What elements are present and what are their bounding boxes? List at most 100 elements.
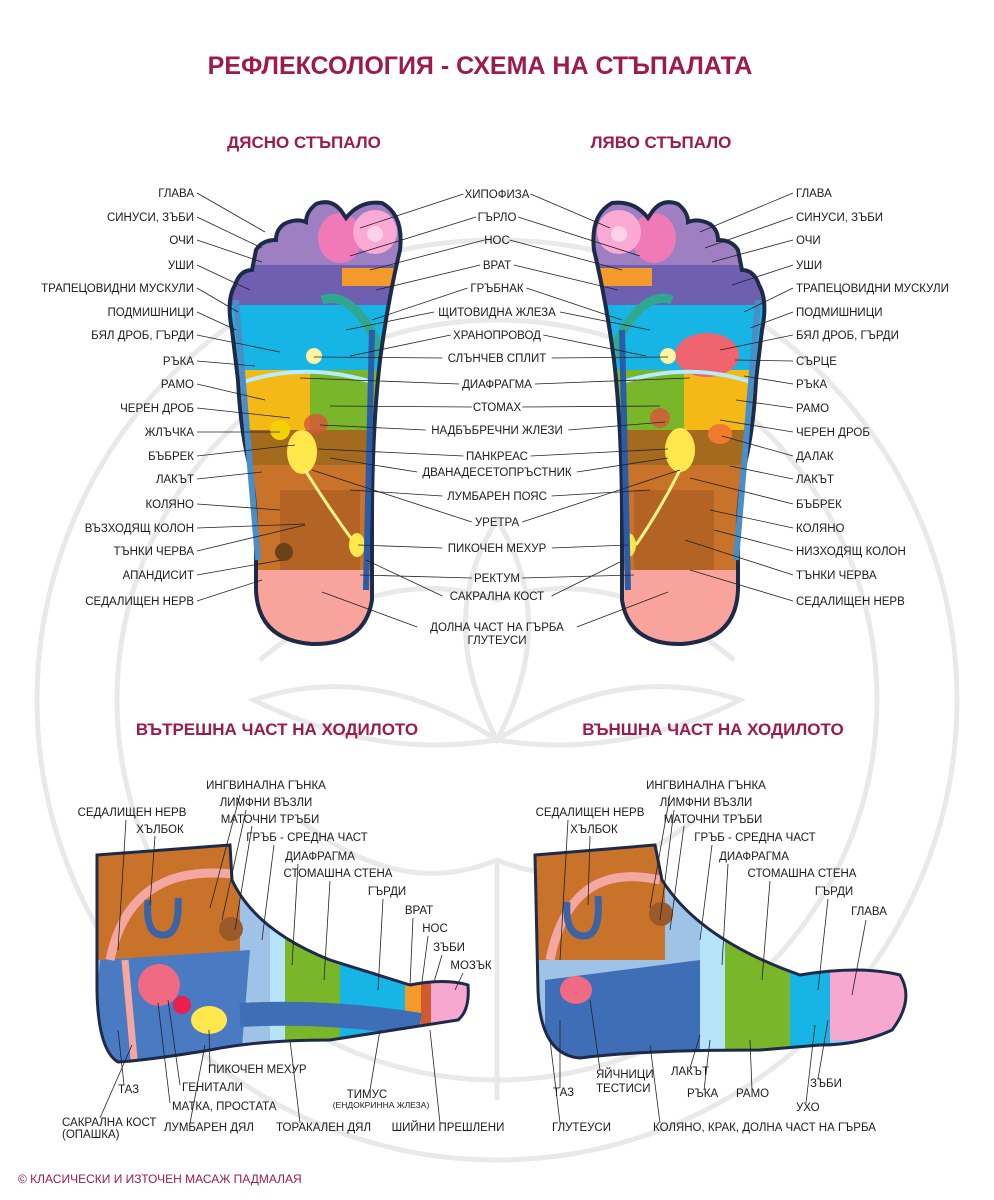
rf-leader-17 (196, 579, 263, 602)
mid-label-17: САКРАЛНА КОСТ (450, 591, 544, 603)
outer-leader-back (699, 844, 713, 941)
outer-label-back: ГРЪБ - СРЕДНА ЧАСТ (694, 832, 815, 844)
lf-leader-10 (719, 419, 794, 433)
mid-label-19: ГЛУТЕУСИ (467, 635, 526, 647)
lf-label-16: ТЪНКИ ЧЕРВА (796, 570, 877, 582)
inner-leader-sacral1 (99, 1044, 133, 1119)
mid-leader-l-8 (299, 377, 460, 385)
outer-leader-hand (703, 1039, 711, 1091)
inner-label-match: МАТОЧНИ ТРЪБИ (221, 814, 320, 826)
inner-leader-stom (323, 880, 331, 981)
page-title: РЕФЛЕКСОЛОГИЯ - СХЕМА НА СТЪПАЛАТА (208, 52, 753, 80)
rf-leader-5 (196, 311, 237, 331)
inner-leader-thym1 (369, 1029, 381, 1091)
rf-leader-8 (196, 383, 266, 401)
inner-leader-sed (117, 819, 127, 951)
mid-leader-r-6 (543, 334, 647, 357)
inner-label-thym1: ТИМУС (347, 1089, 387, 1101)
mid-label-11: ПАНКРЕАС (466, 451, 528, 463)
outer-leader-diaf (721, 863, 729, 966)
rf-label-8: РАМО (161, 379, 194, 391)
outer-leader-shoulder (749, 1039, 753, 1091)
mid-leader-r-10 (568, 421, 666, 431)
inner-foot-illustration (95, 843, 470, 1064)
inner-leader-thor (289, 1039, 301, 1124)
mid-label-1: ГЪРЛО (478, 212, 517, 224)
outer-leader-sed (559, 819, 569, 961)
lf-leader-13 (689, 477, 794, 505)
mid-leader-l-18 (321, 591, 418, 628)
outer-label-stom: СТОМАШНА СТЕНА (748, 868, 857, 880)
outer-leader-head (851, 919, 867, 996)
lf-label-0: ГЛАВА (796, 188, 832, 200)
rf-label-6: БЯЛ ДРОБ, ГЪРДИ (91, 330, 194, 342)
outer-leader-glut (549, 1039, 561, 1124)
mid-leader-r-12 (576, 457, 669, 473)
outer-leader-knee (649, 1044, 661, 1124)
mid-label-16: РЕКТУМ (474, 573, 520, 585)
lf-label-9: РАМО (796, 403, 829, 415)
rf-leader-13 (196, 503, 281, 511)
rf-label-15: ТЪНКИ ЧЕРВА (113, 546, 194, 558)
inner-leader-match (234, 825, 253, 931)
lf-label-8: РЪКА (796, 379, 827, 391)
lf-leader-9 (735, 399, 794, 409)
outer-label-limf: ЛИМФНИ ВЪЗЛИ (660, 797, 753, 809)
outer-label-chest: ГЪРДИ (815, 886, 853, 898)
lf-label-13: БЪБРЕК (796, 499, 842, 511)
left-foot-heading: ЛЯВО СТЪПАЛО (591, 133, 732, 152)
inner-leader-nose (421, 935, 429, 983)
mid-leader-r-2 (509, 239, 623, 271)
outer-leader-ingv (649, 794, 671, 909)
outer-label-sed: СЕДАЛИЩЕН НЕРВ (536, 807, 645, 819)
mid-leader-r-13 (551, 489, 651, 497)
outer-leader-hip (587, 835, 591, 906)
outer-leader-limf (659, 809, 675, 921)
inner-label-nose: НОС (422, 923, 448, 935)
mid-label-14: УРЕТРА (475, 517, 520, 529)
rf-label-16: АПАНДИСИТ (123, 570, 194, 582)
inner-label-diaf: ДИАФРАГМА (285, 851, 355, 863)
mid-label-12: ДВАНАДЕСЕТОПРЪСТНИК (422, 467, 572, 479)
outer-leader-elbow (689, 1034, 701, 1069)
mid-leader-r-15 (551, 544, 629, 549)
inner-label-chest: ГЪРДИ (368, 886, 406, 898)
rf-label-5: ПОДМИШНИЦИ (108, 307, 194, 319)
inner-leader-back (261, 844, 275, 941)
inner-leader-neck (409, 917, 414, 986)
inner-leader-limf (221, 809, 247, 921)
lf-label-10: ЧЕРЕН ДРОБ (796, 427, 870, 439)
right-foot-illustration (227, 200, 403, 647)
mid-leader-l-11 (317, 448, 464, 457)
outer-leader-ear (805, 1024, 816, 1104)
outer-label-shoulder: РАМО (736, 1088, 769, 1100)
lf-label-4: ТРАПЕЦОВИДНИ МУСКУЛИ (796, 283, 949, 295)
mid-label-9: СТОМАХ (473, 402, 522, 414)
lf-leader-0 (699, 192, 794, 233)
mid-label-6: ХРАНОПРОВОД (453, 330, 541, 342)
inner-label-teeth: ЗЪБИ (433, 942, 465, 954)
lf-leader-14 (709, 509, 794, 529)
inner-leader-ingv (209, 794, 241, 909)
rf-label-11: БЪБРЕК (148, 451, 194, 463)
inner-label-back: ГРЪБ - СРЕДНА ЧАСТ (246, 832, 367, 844)
rf-leader-4 (196, 287, 239, 313)
lf-label-17: СЕДАЛИЩЕН НЕРВ (796, 596, 905, 608)
mid-leader-l-7 (313, 356, 443, 359)
inner-label-uterus: МАТКА, ПРОСТАТА (172, 1101, 277, 1113)
mid-leader-r-17 (551, 559, 625, 597)
inner-leader-diaf (291, 863, 299, 966)
inner-leader-pelvis (117, 1029, 125, 1086)
mid-label-5: ЩИТОВИДНА ЖЛЕЗА (438, 307, 556, 319)
inner-label-sed: СЕДАЛИЩЕН НЕРВ (78, 807, 187, 819)
rf-leader-0 (196, 192, 266, 233)
inner-label-lumbar: ЛУМБАРЕН ДЯЛ (164, 1122, 254, 1134)
outer-label-head: ГЛАВА (851, 906, 887, 918)
inner-label-neck: ВРАТ (405, 905, 433, 917)
mid-leader-r-14 (522, 469, 681, 523)
outer-foot-heading: ВЪНШНА ЧАСТ НА ХОДИЛОТО (582, 720, 843, 739)
rf-label-1: СИНУСИ, ЗЪБИ (107, 212, 194, 224)
outer-label-diaf: ДИАФРАГМА (719, 851, 789, 863)
outer-label-knee: КОЛЯНО, КРАК, ДОЛНА ЧАСТ НА ГЪРБА (653, 1122, 876, 1134)
